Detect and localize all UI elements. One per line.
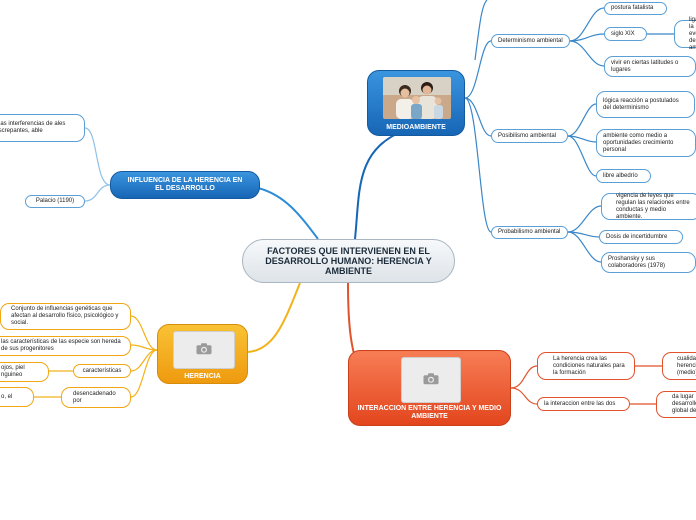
node-vigencia[interactable]: vigencia de leyes que regulan las relaci… [601,193,696,220]
topic-interaccion[interactable]: INTERACCION ENTRE HERENCIA Y MEDIO AMBIE… [348,350,511,426]
node-ojos[interactable]: ojos, piel nguineo [0,362,49,382]
node-interferencias[interactable]: a las interferencias de ales discrepante… [0,114,85,142]
image-placeholder [401,357,461,403]
topic-interaccion-label: INTERACCION ENTRE HERENCIA Y MEDIO AMBIE… [357,405,502,420]
image-placeholder [173,331,235,369]
central-topic[interactable]: FACTORES QUE INTERVIENEN EN EL DESARROLL… [242,239,455,283]
node-logica[interactable]: lógica reacción a postulados del determi… [596,91,695,118]
node-probabilismo[interactable]: Probabilismo ambiental [491,226,568,239]
node-caracteristicas-text[interactable]: las características de las especie son h… [0,336,131,356]
node-conjunto[interactable]: Conjunto de influencias genéticas que af… [0,303,131,330]
node-vivir[interactable]: vivir en ciertas latitudes o lugares [604,56,696,77]
node-siglo-child[interactable]: ligadas a la evolución del ambiente [674,17,696,51]
node-siglo[interactable]: siglo XIX [604,27,647,41]
node-posibilismo[interactable]: Posibilismo ambiental [491,129,568,143]
node-da-lugar[interactable]: da lugar desarrollo global de [656,391,696,418]
node-herencia-crea[interactable]: La herencia crea las condiciones natural… [537,352,635,380]
node-caracteristicas[interactable]: características [73,364,131,378]
node-dosis[interactable]: Dosis de incertidumbre [599,230,683,244]
topic-influencia-label: INFLUENCIA DE LA HERENCIA EN EL DESARROL… [127,177,243,192]
family-photo [383,77,451,119]
camera-icon [196,343,212,355]
topic-medioambiente-label: MEDIOAMBIENTE [386,124,446,131]
topic-influencia[interactable]: INFLUENCIA DE LA HERENCIA EN EL DESARROL… [110,171,260,199]
node-libre[interactable]: libre albedrío [596,169,651,183]
node-desencadenado[interactable]: desencadenado por [61,387,131,408]
topic-herencia-label: HERENCIA [184,373,221,380]
node-proshansky[interactable]: Proshansky y sus colaboradores (1978) [601,252,696,273]
node-ambiente-medio[interactable]: ambiente como medio a oportunidades crec… [596,129,696,157]
topic-herencia[interactable]: HERENCIA [157,324,248,384]
node-postura[interactable]: postura fatalista [604,2,667,15]
node-determinismo[interactable]: Determinismo ambiental [491,34,570,48]
node-o-el[interactable]: o, el [0,387,34,407]
node-cualidades[interactable]: cualidades herencia (medio) [662,352,696,380]
camera-icon [423,373,439,385]
topic-medioambiente[interactable]: MEDIOAMBIENTE [367,70,465,136]
node-palacio[interactable]: Palacio (1190) [25,195,85,208]
node-interaccion-dos[interactable]: la interaccion entre las dos [537,397,630,411]
